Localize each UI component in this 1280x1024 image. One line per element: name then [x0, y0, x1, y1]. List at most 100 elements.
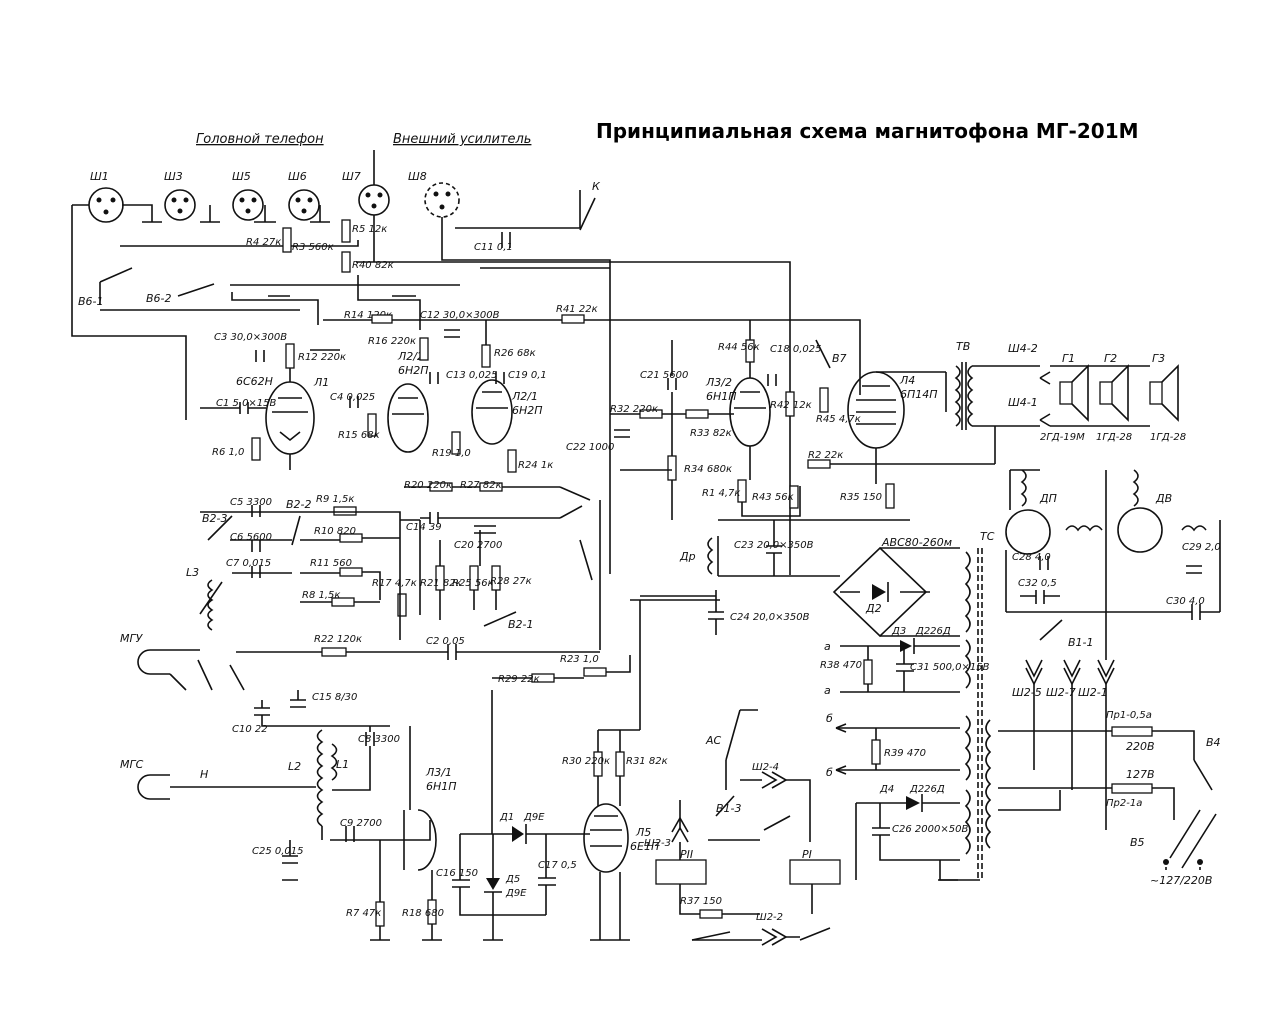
- label-sh1: Ш1: [90, 170, 109, 183]
- diode-wiring: [459, 690, 590, 940]
- label-r25: R25 56к: [452, 578, 494, 589]
- capacitor-c19: C19 0,1: [495, 370, 547, 384]
- top-wiring: [71, 150, 861, 575]
- label-point-b1: б: [826, 712, 833, 725]
- head-mgs: МГС: [120, 758, 170, 800]
- label-c30: C30 4,0: [1166, 596, 1205, 607]
- resistor-r23: [583, 667, 607, 677]
- label-g2: Г2: [1104, 352, 1117, 365]
- label-tc: ТС: [980, 530, 995, 543]
- label-g1: Г1: [1062, 352, 1075, 365]
- label-l3-1: Л3/1: [425, 766, 452, 779]
- motor-dp: ДП: [1005, 469, 1057, 555]
- plug-sh2-4: Ш2-4: [752, 762, 788, 789]
- label-r29: R29 22к: [498, 674, 540, 685]
- resistor-r31: [615, 751, 625, 777]
- capacitor-c8: C8 3300: [358, 732, 400, 746]
- label-l5-type: 6Е1П: [630, 840, 659, 853]
- capacitor-c26: C26 2000×50В: [872, 824, 968, 836]
- switch-b6: В6-1 В6-2: [78, 267, 215, 308]
- label-220v: 220В: [1126, 740, 1155, 753]
- label-r22: R22 120к: [314, 634, 362, 645]
- capacitor-c31: C31 500,0×15В C31 500,0×15В: [896, 662, 990, 673]
- label-sh2-4: Ш2-4: [752, 762, 779, 773]
- label-c24: C24 20,0×350В: [730, 612, 810, 623]
- osc-wiring: [289, 725, 431, 856]
- label-r23: R23 1,0: [560, 654, 599, 665]
- ground-symbols: [142, 221, 958, 941]
- label-b2-1: В2-1: [508, 618, 534, 631]
- label-r3: R3 560к: [292, 242, 334, 253]
- capacitor-c20: C20 2700: [454, 525, 502, 551]
- resistor-r15: [367, 413, 377, 437]
- tube-l1: 6С62Н Л1: [236, 375, 329, 455]
- capacitor-c9: C9 2700: [340, 818, 382, 842]
- label-sh8: Ш8: [408, 170, 427, 183]
- label-l1: Л1: [313, 376, 329, 389]
- capacitor-c32: C32 0,5: [1018, 578, 1057, 604]
- coil-l1: L1: [330, 743, 349, 781]
- head-mgu: МГУ: [120, 632, 170, 675]
- label-d1: Д1: [499, 812, 514, 823]
- label-l2: L2: [288, 760, 301, 773]
- label-c6: C6 5600: [230, 532, 272, 543]
- capacitor-c7: C7 0,015: [226, 558, 271, 578]
- label-b7: В7: [832, 352, 847, 365]
- label-b5: В5: [1130, 836, 1145, 849]
- speaker-g2: Г2 1ГД-28: [1096, 352, 1132, 443]
- tube-l4: Л4 6П14П: [847, 371, 938, 449]
- label-sh2-1: Ш2-1: [1078, 686, 1108, 699]
- capacitor-c11: C11 0,1: [474, 232, 513, 253]
- label-b1-1: В1-1: [1068, 636, 1094, 649]
- label-pr2: Пр2-1а: [1106, 798, 1142, 809]
- switch-b2-3: В2-3: [202, 512, 233, 541]
- resistor-r41: [561, 314, 585, 324]
- switch-b5: В5: [1130, 809, 1217, 870]
- diode-d3: Д3 Д226Д: [891, 626, 951, 654]
- schematic-title: Принципиальная схема магнитофона МГ-201М: [596, 119, 1139, 143]
- capacitor-c3: C3 30,0×300В: [214, 332, 287, 362]
- connector-sh1: Ш1: [88, 170, 124, 223]
- label-r15: R15 68к: [338, 430, 380, 441]
- ac-wiring: [725, 709, 758, 790]
- diode-d5: Д5 Д9Е: [484, 874, 527, 899]
- label-relay-p1: РI: [802, 848, 812, 861]
- label-d3-type: Д226Д: [915, 626, 951, 637]
- resistor-r24: [507, 449, 517, 473]
- connector-sh8: Ш8: [408, 170, 460, 218]
- label-r26: R26 68к: [494, 348, 536, 359]
- label-r12: R12 220к: [298, 352, 346, 363]
- label-r18: R18 680: [402, 908, 444, 919]
- capacitor-c28: C28 4,0: [1012, 552, 1051, 570]
- label-r7: R7 47к: [346, 908, 381, 919]
- l1-wiring: [200, 368, 291, 470]
- label-c32: C32 0,5: [1018, 578, 1057, 589]
- connector-sh6: Ш6: [288, 170, 320, 221]
- resistor-r26: [481, 344, 491, 368]
- label-d5-type: Д9Е: [505, 888, 527, 899]
- label-sh4-1: Ш4-1: [1008, 396, 1038, 409]
- label-l2-2: Л2/2: [397, 350, 424, 363]
- label-k: К: [592, 180, 601, 193]
- label-sh7: Ш7: [342, 170, 361, 183]
- d4-wiring: [855, 802, 980, 881]
- label-r34: R34 680к: [684, 464, 732, 475]
- tube-l5: Л5 6Е1П: [583, 803, 659, 873]
- label-l1: L1: [336, 758, 349, 771]
- label-c5: C5 3300: [230, 497, 272, 508]
- capacitor-c5: C5 3300: [230, 497, 272, 517]
- filter-wiring: [404, 486, 560, 620]
- label-c22: C22 1000: [566, 442, 614, 453]
- label-r45: R45 4,7к: [816, 414, 861, 425]
- label-c17: C17 0,5: [538, 860, 577, 871]
- switch-b2-mid: [579, 500, 601, 650]
- resistor-r12: [285, 343, 295, 369]
- label-c4: C4 0,025: [330, 392, 375, 403]
- resistor-r34: [667, 455, 677, 481]
- label-b1-3: В1-3: [716, 802, 742, 815]
- label-b2-2: В2-2: [286, 498, 312, 511]
- rectifier-bridge: АВС80-260м Д2: [832, 536, 952, 638]
- switch-b4: В4: [1193, 736, 1221, 791]
- label-r8: R8 1,5к: [302, 590, 340, 601]
